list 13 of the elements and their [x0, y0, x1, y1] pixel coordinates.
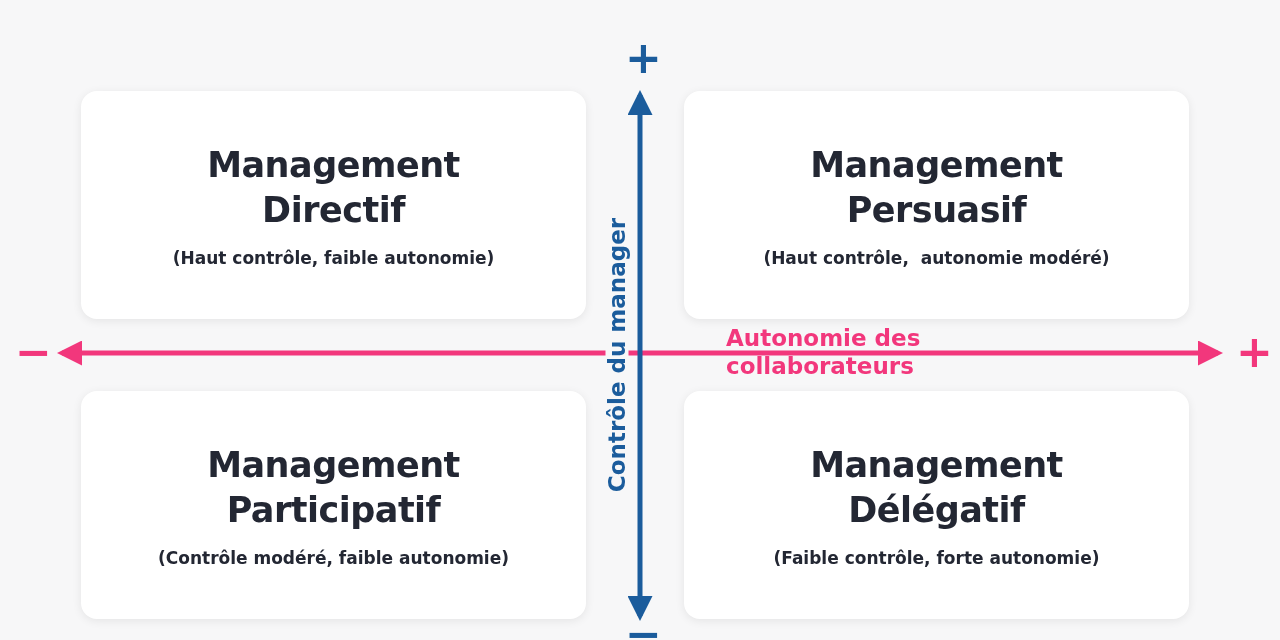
quadrant-title: Management Délégatif — [809, 443, 1064, 532]
axis-label: Autonomie des collaborateurs — [726, 325, 922, 381]
quadrant-description: (Haut contrôle, autonomie modéré) — [763, 247, 1110, 268]
quadrant-title: Management Persuasif — [809, 143, 1064, 232]
quadrant-title: Management Directif — [206, 143, 461, 232]
plus-sign: + — [1236, 330, 1270, 374]
minus-sign: − — [15, 330, 45, 374]
axis-label: Contrôle du manager — [605, 217, 629, 493]
quadrant-title: Management Participatif — [206, 443, 461, 532]
quadrant-description: (Contrôle modéré, faible autonomie) — [158, 547, 509, 568]
quadrant-description: (Haut contrôle, faible autonomie) — [172, 247, 495, 268]
quadrant-description: (Faible contrôle, forte autonomie) — [773, 547, 1100, 568]
minus-sign: − — [625, 612, 655, 640]
